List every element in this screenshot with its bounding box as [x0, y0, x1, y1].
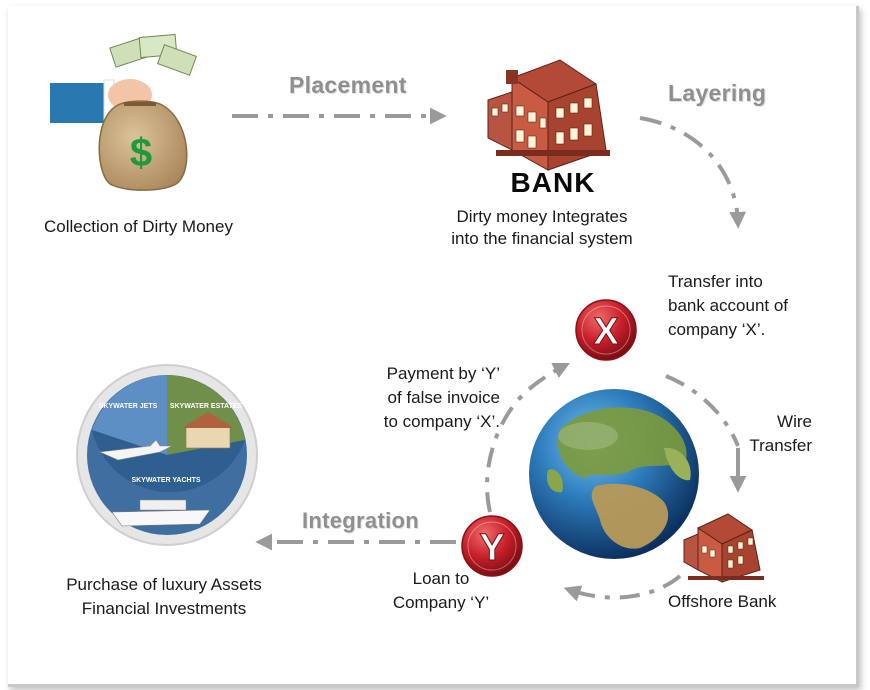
caption-transfer-line1: Transfer into	[668, 272, 763, 291]
dollar-sign: $	[130, 131, 152, 175]
caption-payment: Payment by ‘Y’ of false invoice to compa…	[352, 362, 500, 434]
caption-payment-line3: to company ‘X’.	[383, 412, 500, 431]
caption-transfer-line3: company ‘X’.	[668, 320, 766, 339]
caption-wire: Wire Transfer	[712, 410, 812, 458]
bank-word: BANK	[511, 167, 596, 198]
jets-label: SKYWATER JETS	[99, 403, 158, 410]
step-placement: Placement	[289, 72, 407, 98]
luxury-assets-icon: SKYWATER JETS SKYWATER ESTATES SKYWATER …	[76, 364, 258, 546]
wire-transfer-arrow	[665, 374, 740, 447]
yachts-label: SKYWATER YACHTS	[131, 477, 200, 484]
caption-wire-line2: Transfer	[749, 436, 812, 455]
caption-integrates: Dirty money Integrates into the financia…	[432, 206, 652, 250]
caption-purchase-line2: Financial Investments	[81, 599, 247, 618]
caption-purchase: Purchase of luxury Assets Financial Inve…	[40, 573, 288, 621]
caption-loan-line2: Company ‘Y’	[392, 593, 490, 612]
caption-payment-line2: of false invoice	[387, 388, 500, 407]
caption-wire-line1: Wire	[777, 412, 812, 431]
layering-arrow	[639, 116, 746, 229]
company-x-marker: X	[575, 299, 637, 361]
caption-loan: Loan to Company ‘Y’	[386, 567, 496, 615]
company-y-marker: Y	[461, 515, 523, 577]
caption-payment-line1: Payment by ‘Y’	[386, 364, 500, 383]
sleeve-shape	[50, 83, 108, 123]
bank-building-icon	[487, 59, 610, 171]
money-bag-icon: $	[50, 33, 198, 191]
caption-collection: Collection of Dirty Money	[44, 217, 233, 236]
caption-integrates-line2: into the financial system	[451, 229, 633, 248]
cash-bills-icon	[109, 33, 198, 76]
caption-transfer-line2: bank account of	[668, 296, 789, 315]
caption-integrates-line1: Dirty money Integrates	[456, 207, 628, 226]
caption-purchase-line1: Purchase of luxury Assets	[66, 575, 262, 594]
marker-y-letter: Y	[479, 527, 504, 569]
caption-loan-line1: Loan to	[412, 569, 470, 588]
step-integration: Integration	[302, 508, 419, 533]
caption-offshore: Offshore Bank	[668, 592, 777, 611]
caption-transfer: Transfer into bank account of company ‘X…	[668, 270, 788, 342]
offshore-bank-icon	[683, 513, 764, 583]
step-layering: Layering	[668, 80, 767, 106]
globe-icon	[529, 389, 699, 559]
y-to-x-arrow	[485, 362, 571, 513]
marker-x-letter: X	[593, 311, 619, 353]
estates-label: SKYWATER ESTATES	[170, 403, 243, 410]
offshore-to-y-arrow	[563, 574, 682, 602]
